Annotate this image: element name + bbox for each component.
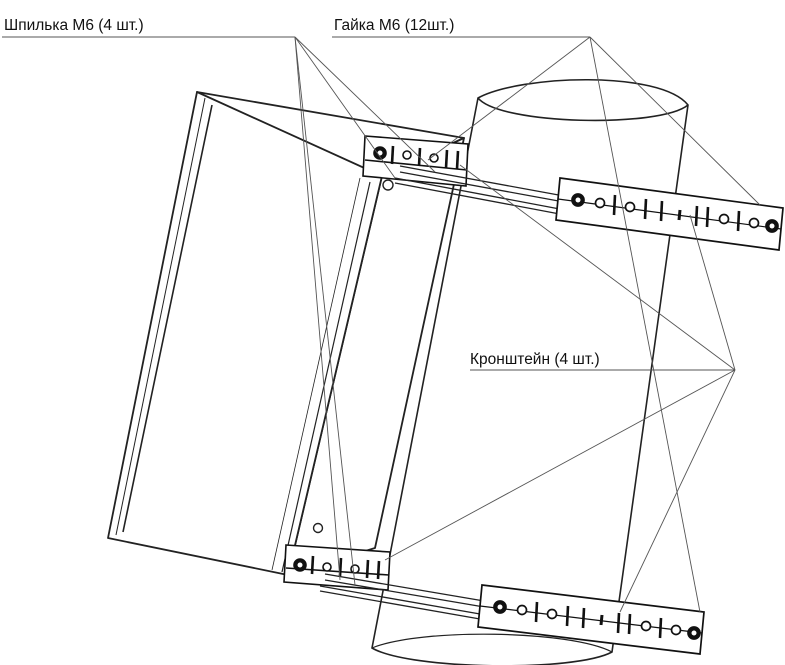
stud-top-2 bbox=[399, 171, 576, 205]
stud-bottom-3 bbox=[319, 585, 481, 615]
bracket-pole-bottom bbox=[477, 584, 705, 655]
box-screw-bottom bbox=[312, 522, 324, 534]
studs bbox=[319, 165, 576, 620]
pole-bottom-curve bbox=[371, 633, 613, 653]
leader-lines bbox=[2, 36, 761, 613]
label-nut: Гайка М6 (12шт.) bbox=[334, 17, 454, 34]
label-stud: Шпилька М6 (4 шт.) bbox=[4, 17, 144, 34]
pole-top-ellipse bbox=[477, 97, 689, 122]
stud-bottom-2 bbox=[324, 579, 491, 609]
bracket-pole-top bbox=[555, 177, 784, 251]
stud-top-3 bbox=[394, 177, 566, 211]
stud-bottom-4 bbox=[319, 590, 481, 620]
stud-top-4 bbox=[394, 182, 566, 216]
bracket-box-bottom bbox=[283, 544, 391, 591]
box-screw-top bbox=[382, 179, 394, 191]
stud-bottom-1 bbox=[324, 573, 491, 603]
label-bracket: Кронштейн (4 шт.) bbox=[470, 351, 600, 368]
stud-top-1 bbox=[399, 165, 576, 199]
